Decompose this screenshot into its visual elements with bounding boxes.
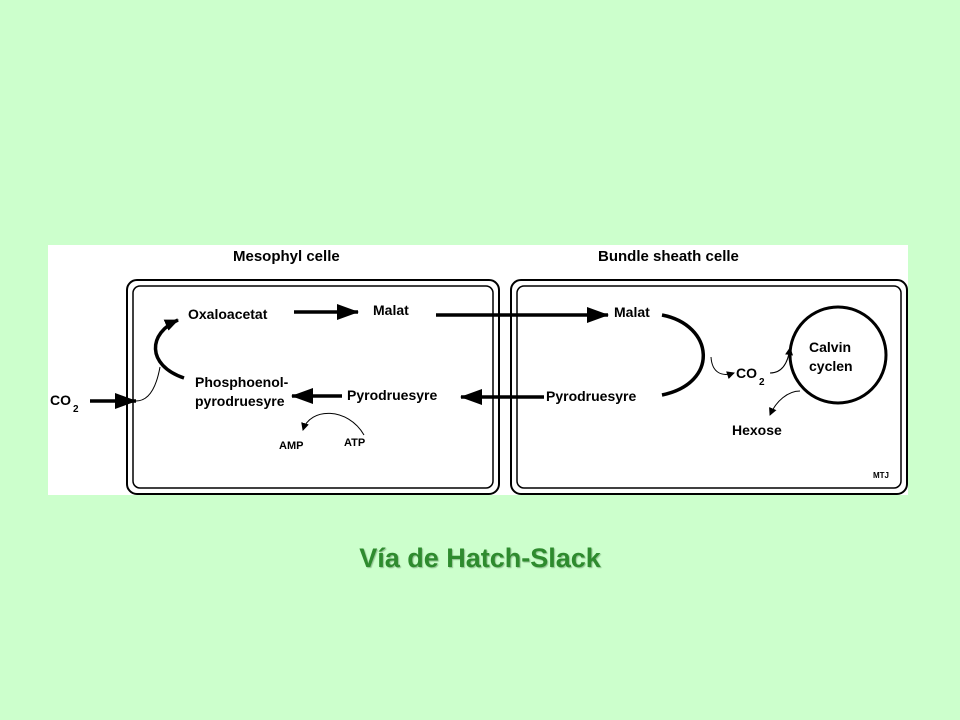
amp-label: AMP — [279, 440, 303, 452]
hexose-label: Hexose — [732, 422, 782, 438]
calvin-cycle-circle — [788, 305, 888, 405]
co2-input-label: CO2 — [50, 392, 79, 415]
co2-uptake-curve — [135, 366, 161, 402]
co2-to-calvin-arrow — [769, 347, 794, 374]
mesophyll-cell-label: Mesophyl celle — [233, 248, 340, 265]
atp-label: ATP — [344, 437, 365, 449]
hatch-slack-diagram: Mesophyl celle Bundle sheath celle CO2 O… — [48, 245, 908, 495]
pyruvate-mesophyll-label: Pyrodruesyre — [347, 387, 437, 403]
atp-to-amp-arrow — [301, 412, 365, 436]
oxaloacetate-label: Oxaloacetat — [188, 306, 268, 322]
slide-caption: Vía de Hatch-Slack — [359, 543, 601, 573]
calvin-to-hexose-arrow — [769, 390, 801, 416]
malate-decarboxylation-arrow — [661, 313, 705, 397]
co2-bundle-label: CO2 — [736, 365, 765, 388]
malate-mesophyll-label: Malat — [373, 302, 409, 318]
pep-to-oxaloacetate-arrow — [153, 318, 185, 380]
co2-release-arrow — [710, 356, 735, 380]
malate-bundle-label: Malat — [614, 304, 650, 320]
bundle-sheath-cell-label: Bundle sheath celle — [598, 248, 739, 265]
pyruvate-bundle-label: Pyrodruesyre — [546, 388, 636, 404]
pep-label: Phosphoenol-pyrodruesyre — [195, 374, 289, 409]
author-signature: MTJ — [873, 471, 889, 480]
mesophyll-cell-box — [126, 279, 500, 495]
bundle-sheath-cell-box — [510, 279, 908, 495]
